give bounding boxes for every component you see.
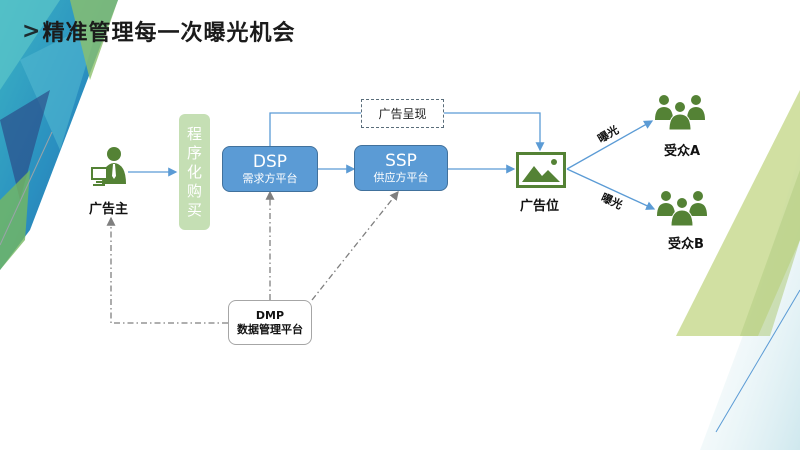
programmatic-char: 购 (186, 181, 202, 200)
programmatic-buying-box: 程 序 化 购 买 (179, 114, 210, 230)
advertiser-label: 广告主 (89, 202, 129, 217)
bottom-right-decoration (700, 150, 800, 450)
advertiser-person-computer-icon (91, 147, 126, 186)
edge-dmp-advertiser (106, 216, 228, 324)
audience-b-node (656, 190, 708, 228)
edge-adslot-audience-b (566, 168, 656, 210)
ssp-box: SSP 供应方平台 (354, 145, 448, 191)
programmatic-char: 买 (186, 200, 202, 219)
dsp-title: DSP (252, 152, 288, 172)
audience-a-node (654, 94, 706, 132)
ssp-title: SSP (385, 151, 417, 171)
dmp-title: DMP (255, 308, 285, 322)
dsp-box: DSP 需求方平台 (222, 146, 318, 192)
image-icon (516, 152, 566, 188)
dmp-box: DMP 数据管理平台 (228, 300, 312, 345)
programmatic-char: 化 (186, 162, 202, 181)
advertiser-node (86, 146, 136, 196)
dmp-subtitle: 数据管理平台 (237, 322, 303, 336)
group-icon (655, 95, 705, 131)
ad-slot-node (516, 152, 566, 188)
slide-title-text: 精准管理每一次曝光机会 (42, 21, 296, 46)
group-icon (657, 191, 707, 227)
edge-adslot-audience-a (566, 120, 654, 170)
chevron-right-icon: > (22, 18, 41, 44)
ad-slot-label: 广告位 (520, 199, 560, 214)
ssp-subtitle: 供应方平台 (373, 171, 429, 184)
ad-display-label: 广告呈现 (378, 107, 427, 121)
edge-dmp-ssp (311, 190, 399, 301)
audience-a-label: 受众A (664, 144, 701, 159)
programmatic-char: 序 (186, 143, 202, 162)
dsp-subtitle: 需求方平台 (242, 172, 298, 185)
ad-display-box: 广告呈现 (361, 99, 444, 128)
edge-dsp-addisplay-adslot (269, 112, 361, 146)
slide-title: > 精准管理每一次曝光机会 (22, 15, 295, 47)
programmatic-char: 程 (186, 124, 202, 143)
audience-b-label: 受众B (668, 237, 704, 252)
